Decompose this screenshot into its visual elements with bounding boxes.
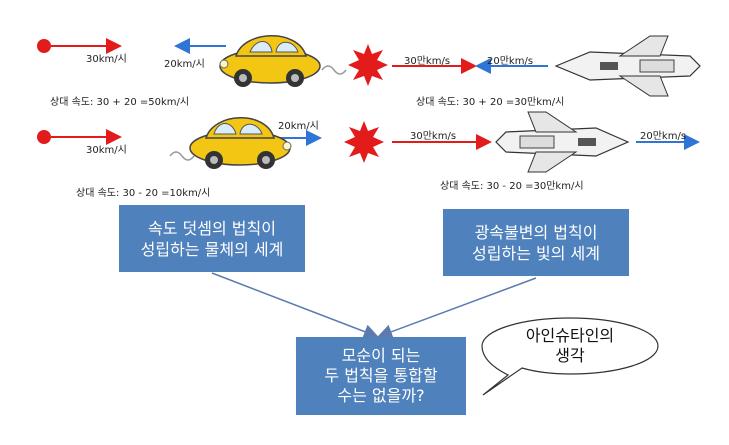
row1-left-relative: 상대 속도: 30 + 20 =50km/시: [50, 93, 189, 108]
ball-row1: [37, 39, 51, 53]
row1-shuttle-speed: 20만km/s: [487, 52, 533, 67]
box-velocity-addition: 속도 덧셈의 법칙이 성립하는 물체의 세계: [119, 205, 305, 272]
bubble-line2: 생각: [500, 346, 640, 366]
connector-left: [212, 273, 376, 336]
box-question-line3: 수는 없을까?: [337, 386, 424, 406]
row1-left-speed: 30km/시: [86, 50, 127, 65]
row1-car-speed: 20km/시: [164, 55, 205, 70]
row1-light-speed: 30만km/s: [404, 52, 450, 67]
row2-right-relative: 상대 속도: 30 - 20 =30만km/시: [440, 177, 584, 192]
box-light-invariance-line1: 광속불변의 법칙이: [475, 222, 598, 243]
row2-left-speed: 30km/시: [86, 141, 127, 156]
star-row2: [344, 121, 384, 163]
star-row1: [348, 44, 388, 86]
box-light-invariance: 광속불변의 법칙이 성립하는 빛의 세계: [443, 209, 629, 276]
box-contradiction-question: 모순이 되는 두 법칙을 통합할 수는 없을까?: [296, 337, 466, 415]
car-row2-icon: [170, 118, 291, 169]
row2-light-speed: 30만km/s: [410, 127, 456, 142]
box-velocity-addition-line1: 속도 덧셈의 법칙이: [148, 218, 276, 239]
shuttle-row2-icon: [496, 112, 628, 172]
box-velocity-addition-line2: 성립하는 물체의 세계: [141, 239, 284, 260]
shuttle-row1-icon: [556, 36, 700, 96]
box-light-invariance-line2: 성립하는 빛의 세계: [472, 243, 600, 264]
row2-car-speed: 20km/시: [278, 117, 319, 132]
row1-right-relative: 상대 속도: 30 + 20 =30만km/시: [416, 93, 564, 108]
ball-row2: [37, 130, 51, 144]
row2-shuttle-speed: 20만km/s: [640, 127, 686, 142]
box-question-line1: 모순이 되는: [342, 346, 421, 366]
car-row1-icon: [220, 36, 346, 87]
bubble-text: 아인슈타인의 생각: [500, 326, 640, 366]
box-question-line2: 두 법칙을 통합할: [324, 366, 437, 386]
row2-left-relative: 상대 속도: 30 - 20 =10km/시: [76, 184, 210, 199]
bubble-line1: 아인슈타인의: [500, 326, 640, 346]
